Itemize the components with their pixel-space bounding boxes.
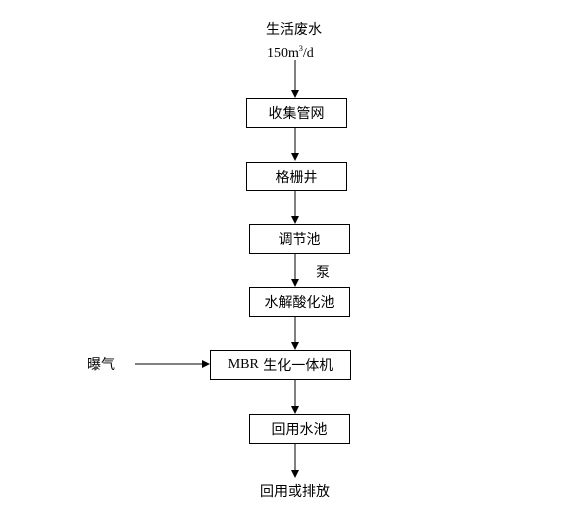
source-flow-rate: 150m3/d — [267, 40, 314, 63]
flow-value: 150 — [267, 46, 288, 61]
step-box-hydrolysis-acidification-tank: 水解酸化池 — [249, 287, 350, 317]
step-box-mbr-integrated-unit: MBR 生化一体机 — [210, 350, 351, 380]
output-label: 回用或排放 — [260, 484, 330, 500]
mbr-label-latin: MBR — [227, 357, 259, 372]
step-box-regulating-tank: 调节池 — [249, 224, 350, 254]
flow-unit-exponent: 3 — [298, 44, 303, 53]
step-box-reuse-water-tank: 回用水池 — [249, 414, 350, 444]
flow-unit-suffix: /d — [302, 46, 314, 61]
flow-unit: m — [288, 46, 299, 61]
mbr-label-cjk: 生化一体机 — [258, 358, 334, 374]
source-label: 生活废水 — [266, 22, 322, 38]
pump-label: 泵 — [316, 265, 330, 281]
step-box-screen-well: 格栅井 — [246, 162, 347, 191]
step-box-pipe-network: 收集管网 — [246, 98, 347, 128]
aeration-label: 曝气 — [87, 357, 115, 373]
